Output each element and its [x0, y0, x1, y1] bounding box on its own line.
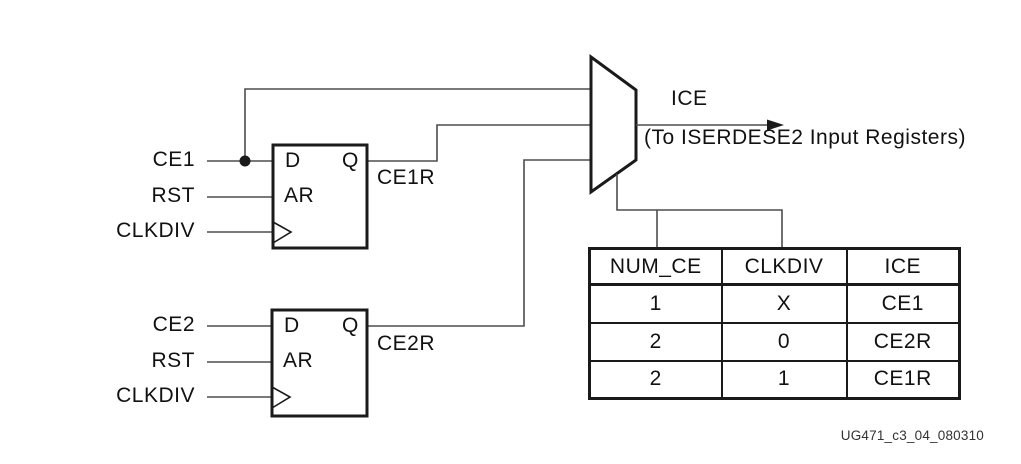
wire-ce2r-to-mux	[367, 159, 591, 327]
table-row: 2 0 CE2R	[588, 321, 961, 362]
table-cell: CE2R	[845, 321, 961, 362]
ff2-port-d: D	[284, 314, 300, 337]
table-cell: 2	[588, 359, 723, 400]
table-header-clkdiv: CLKDIV	[720, 247, 848, 286]
table-cell: 2	[588, 321, 723, 362]
table-cell: X	[720, 283, 848, 324]
table-cell: CE1	[845, 283, 961, 324]
ff1-port-ar: AR	[284, 184, 315, 207]
ff1-port-q: Q	[342, 149, 359, 172]
ff1-input-label-clkdiv: CLKDIV	[116, 219, 195, 242]
ff2-port-q: Q	[342, 314, 359, 337]
table-header-row: NUM_CE CLKDIV ICE	[588, 247, 961, 286]
ff1-port-d: D	[285, 149, 301, 172]
table-cell: 0	[720, 321, 848, 362]
wire-ce1r-to-mux	[367, 124, 591, 162]
table-cell: 1	[588, 283, 723, 324]
wire-select-to-table-clkdiv	[616, 174, 783, 248]
mux-output-label-ice: ICE	[671, 87, 708, 110]
mux-output-note: (To ISERDESE2 Input Registers)	[644, 126, 966, 149]
figure-reference-caption: UG471_c3_04_080310	[840, 428, 984, 443]
table-header-num-ce: NUM_CE	[588, 247, 723, 286]
ff2-input-label-ce2: CE2	[152, 313, 195, 336]
table-row: 2 1 CE1R	[588, 359, 961, 400]
table-cell: 1	[720, 359, 848, 400]
mux-truth-table: NUM_CE CLKDIV ICE 1 X CE1 2 0 CE2R 2 1 C…	[588, 247, 961, 400]
ff1-output-label-ce1r: CE1R	[377, 166, 436, 189]
wire-ce1-branch-to-mux	[244, 88, 591, 161]
ff2-input-label-rst: RST	[151, 349, 195, 372]
arrowhead-right-icon	[767, 119, 784, 131]
clock-edge-triangle-icon	[271, 386, 292, 409]
ff2-input-label-clkdiv: CLKDIV	[116, 384, 195, 407]
wire-junction-dot-icon	[239, 155, 251, 167]
ff2-output-label-ce2r: CE2R	[377, 332, 436, 355]
mux-shape	[589, 54, 638, 195]
ff1-input-label-rst: RST	[151, 184, 195, 207]
table-cell: CE1R	[845, 359, 961, 400]
clock-edge-triangle-icon	[272, 221, 293, 244]
ff1-input-label-ce1: CE1	[152, 148, 195, 171]
ff2-port-ar: AR	[283, 349, 314, 372]
table-row: 1 X CE1	[588, 283, 961, 324]
table-header-ice: ICE	[845, 247, 961, 286]
